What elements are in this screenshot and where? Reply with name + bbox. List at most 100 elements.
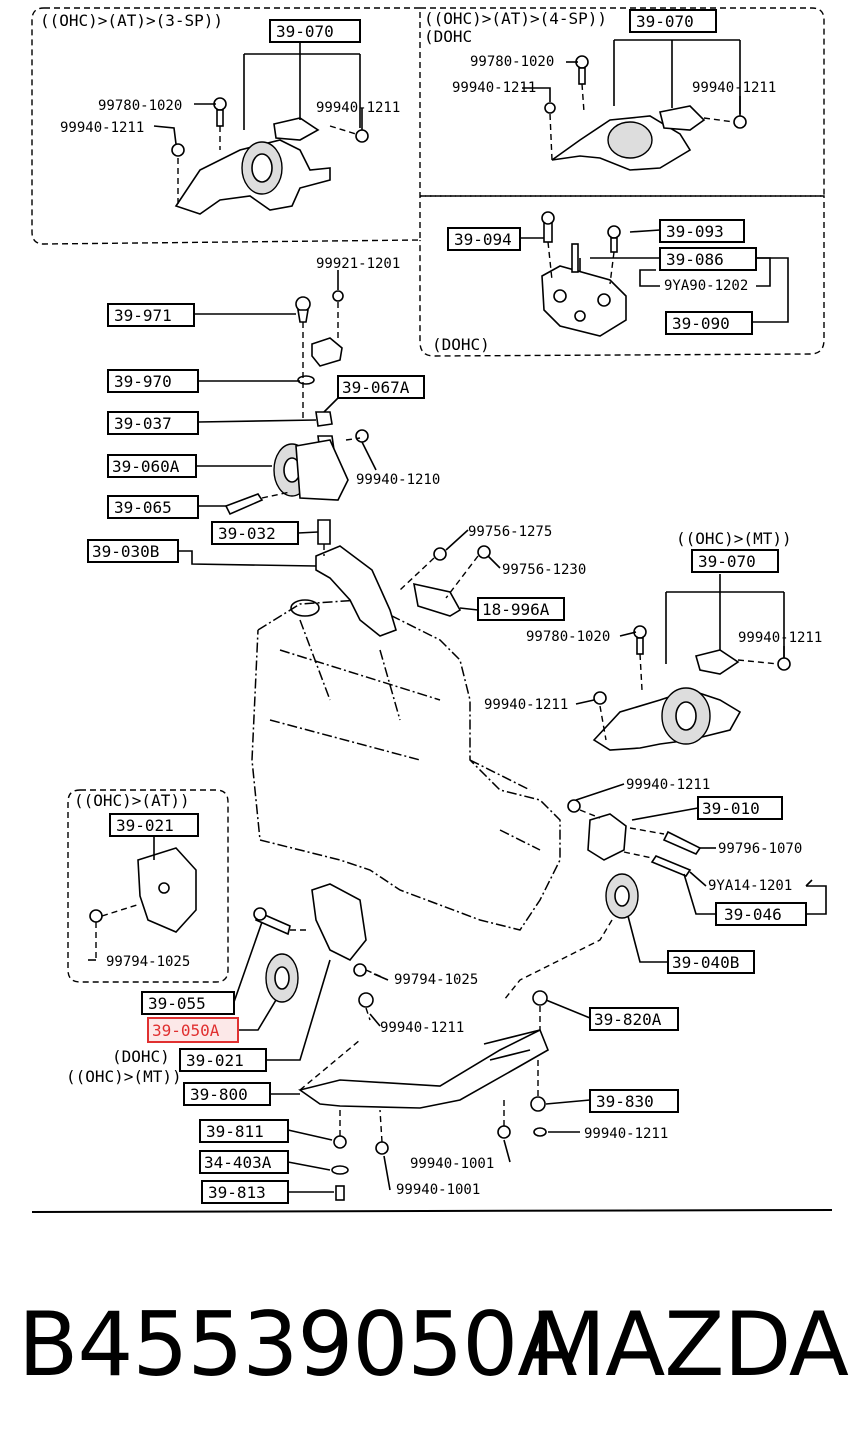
lower-left-mount (253, 883, 385, 1021)
ref-label-at-021[interactable]: 39-021 (109, 813, 199, 837)
pn-tl-1020: 99780-1020 (98, 98, 182, 114)
region-ohc-at-3sp (31, 7, 421, 245)
region-dohc (419, 195, 825, 357)
pn-99940-1211-c: 99940-1211 (626, 777, 710, 793)
pn-99796-1070: 99796-1070 (718, 841, 802, 857)
ref-label-tl-070[interactable]: 39-070 (269, 19, 361, 43)
header-dohc-mid: (DOHC) (432, 335, 490, 354)
svg-text:39-021: 39-021 (116, 816, 174, 835)
mt-mount (592, 574, 791, 751)
pn-tl-1211b: 99940-1211 (316, 100, 400, 116)
ref-label-090[interactable]: 39-090 (665, 311, 753, 335)
exploded-parts-diagram: ((OHC)>(AT)>(3-SP)) ((OHC)>(AT)>(4-SP)) … (31, 7, 833, 1213)
pn-99756-1230: 99756-1230 (502, 562, 586, 578)
footer: B45539050A MAZDA (0, 1290, 864, 1410)
svg-text:39-040B: 39-040B (672, 953, 739, 972)
at-bracket (89, 836, 197, 960)
ref-label-811[interactable]: 39-811 (199, 1119, 289, 1143)
part-number: B45539050A (18, 1293, 577, 1396)
svg-text:39-032: 39-032 (218, 524, 276, 543)
header-ohc-mt: ((OHC)>(MT)) (676, 529, 792, 548)
header-ohc-mt-lower: ((OHC)>(MT)) (66, 1067, 182, 1086)
header-dohc-lower: (DOHC) (112, 1047, 170, 1066)
svg-text:39-050A: 39-050A (152, 1021, 220, 1040)
pn-mt-1211b: 99940-1211 (484, 697, 568, 713)
ref-label-037[interactable]: 39-037 (107, 411, 199, 435)
svg-text:39-070: 39-070 (636, 12, 694, 31)
svg-text:18-996A: 18-996A (482, 600, 550, 619)
ref-label-021[interactable]: 39-021 (179, 1048, 267, 1072)
svg-text:39-021: 39-021 (186, 1051, 244, 1070)
pn-99940-1001-b: 99940-1001 (396, 1182, 480, 1198)
ref-label-tr-070[interactable]: 39-070 (629, 9, 717, 33)
svg-text:39-030B: 39-030B (92, 542, 159, 561)
ref-label-030b[interactable]: 39-030B (87, 539, 179, 563)
header-ohc-at-3sp: ((OHC)>(AT)>(3-SP)) (40, 11, 223, 30)
ref-label-403a[interactable]: 34-403A (199, 1150, 289, 1174)
svg-text:39-086: 39-086 (666, 250, 724, 269)
pn-tr-1211b: 99940-1211 (692, 80, 776, 96)
svg-text:39-094: 39-094 (454, 230, 512, 249)
ref-label-830[interactable]: 39-830 (589, 1089, 679, 1113)
pn-tr-1020: 99780-1020 (470, 54, 554, 70)
mount-bracket-4sp (544, 39, 747, 171)
svg-text:39-970: 39-970 (114, 372, 172, 391)
pn-99940-1211-e: 99940-1211 (584, 1126, 668, 1142)
svg-text:39-820A: 39-820A (594, 1010, 662, 1029)
ref-label-050a[interactable]: 39-050A (147, 1017, 239, 1043)
brand-name: MAZDA (530, 1293, 849, 1396)
pn-at-99794-1025: 99794-1025 (106, 954, 190, 970)
mount-bracket-3sp (171, 40, 369, 215)
leader-lines (88, 61, 827, 1193)
pn-mt-1211a: 99940-1211 (738, 630, 822, 646)
svg-text:39-067A: 39-067A (342, 378, 410, 397)
ref-label-813[interactable]: 39-813 (201, 1180, 289, 1204)
ref-label-046[interactable]: 39-046 (715, 902, 807, 926)
crossmember (298, 990, 550, 1201)
ref-label-093[interactable]: 39-093 (659, 219, 745, 243)
ref-label-800[interactable]: 39-800 (183, 1082, 271, 1106)
pn-9ya90-1202: 9YA90-1202 (664, 278, 748, 294)
svg-text:39-055: 39-055 (148, 994, 206, 1013)
header-ohc-at-left: ((OHC)>(AT)) (74, 791, 190, 810)
ref-label-060a[interactable]: 39-060A (107, 454, 197, 478)
svg-text:39-070: 39-070 (698, 552, 756, 571)
ref-label-971[interactable]: 39-971 (107, 303, 195, 327)
region-ohc-at-4sp (420, 7, 825, 197)
header-ohc-at-4sp: ((OHC)>(AT)>(4-SP)) (424, 9, 607, 28)
ref-label-970[interactable]: 39-970 (107, 369, 199, 393)
ref-label-010[interactable]: 39-010 (697, 796, 783, 820)
svg-text:39-811: 39-811 (206, 1122, 264, 1141)
pn-99756-1275: 99756-1275 (468, 524, 552, 540)
svg-text:39-830: 39-830 (596, 1092, 654, 1111)
svg-text:39-800: 39-800 (190, 1085, 248, 1104)
bottom-rule (31, 1209, 833, 1213)
ref-label-086[interactable]: 39-086 (659, 247, 757, 271)
svg-text:39-010: 39-010 (702, 799, 760, 818)
ref-label-820a[interactable]: 39-820A (589, 1007, 679, 1031)
ref-label-996a[interactable]: 18-996A (477, 597, 565, 621)
pn-tr-1211a: 99940-1211 (452, 80, 536, 96)
mid-bracket (315, 519, 491, 637)
ref-label-067a[interactable]: 39-067A (337, 375, 425, 399)
svg-text:34-403A: 34-403A (204, 1153, 272, 1172)
ref-label-mt-070[interactable]: 39-070 (691, 549, 779, 573)
svg-text:39-813: 39-813 (208, 1183, 266, 1202)
lower-right-mount (503, 799, 702, 1001)
ref-label-094[interactable]: 39-094 (447, 227, 521, 251)
svg-text:39-971: 39-971 (114, 306, 172, 325)
ref-label-040b[interactable]: 39-040B (667, 950, 755, 974)
pn-9ya14-1201: 9YA14-1201 (708, 878, 792, 894)
pn-99940-1210: 99940-1210 (356, 472, 440, 488)
pn-99921-1201: 99921-1201 (316, 256, 400, 272)
svg-text:39-037: 39-037 (114, 414, 172, 433)
pn-99940-1211-d: 99940-1211 (380, 1020, 464, 1036)
ref-label-055[interactable]: 39-055 (141, 991, 235, 1015)
svg-text:39-070: 39-070 (276, 22, 334, 41)
ref-label-032[interactable]: 39-032 (211, 521, 299, 545)
svg-text:39-060A: 39-060A (112, 457, 180, 476)
upper-mount-column (224, 290, 369, 516)
svg-text:39-093: 39-093 (666, 222, 724, 241)
pn-tl-1211a: 99940-1211 (60, 120, 144, 136)
ref-label-065[interactable]: 39-065 (107, 495, 199, 519)
